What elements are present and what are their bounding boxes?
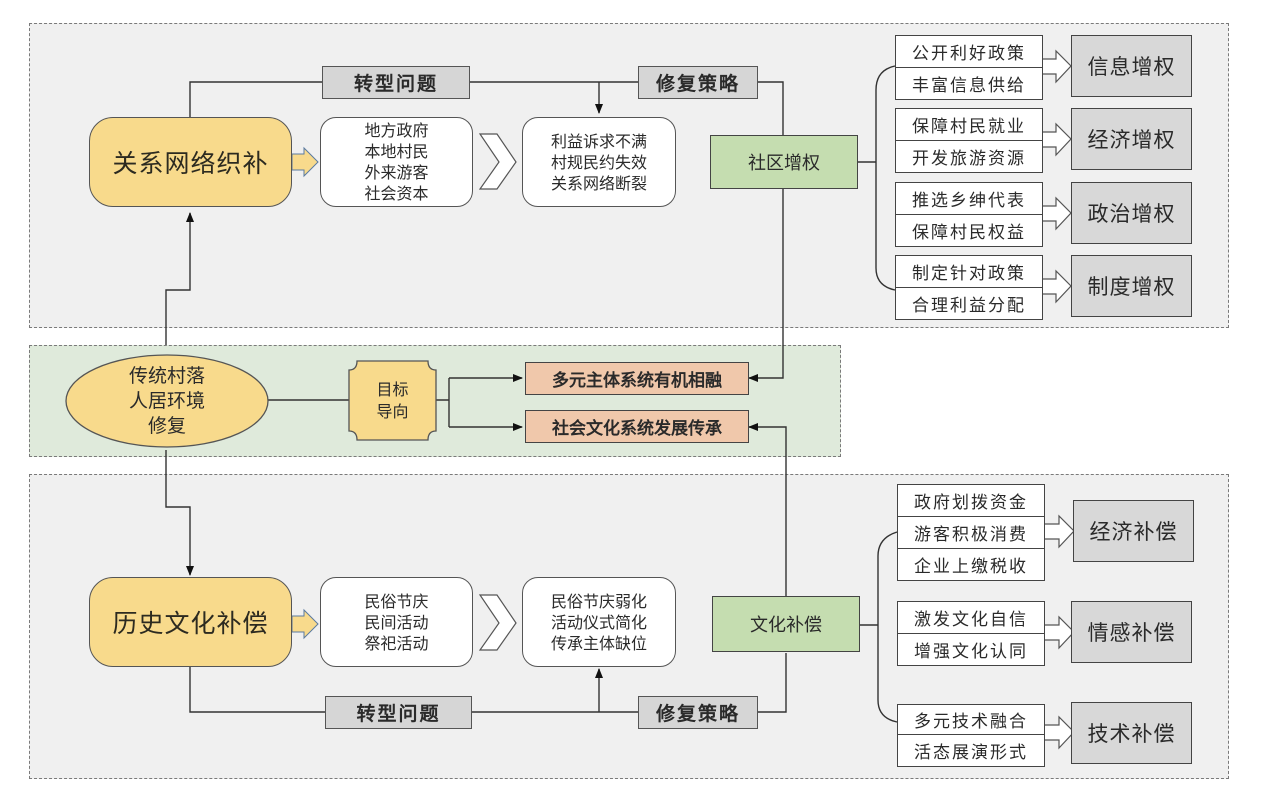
problem-item: 传承主体缺位: [550, 633, 647, 653]
actor-item: 民俗节庆: [364, 591, 429, 611]
connector-ellipse-to-bottom: [165, 450, 194, 576]
actor-item: 本地村民: [364, 142, 429, 161]
bottom-group-tech: 多元技术融合 活态展演形式: [897, 704, 1045, 767]
sub-item: 公开利好政策: [895, 35, 1043, 68]
hollow-arrow-emotion-comp: [1043, 615, 1075, 650]
hollow-arrow-econ: [1040, 122, 1072, 157]
culture-compensation-node: 文化补偿: [712, 596, 860, 652]
sub-item: 合理利益分配: [895, 287, 1043, 320]
community-empowerment-node: 社区增权: [710, 135, 858, 189]
orientation-line: 目标: [376, 379, 409, 399]
connector-culture-to-goal2: [748, 423, 787, 596]
sub-item: 保障村民权益: [895, 214, 1043, 247]
actor-item: 地方政府: [364, 121, 429, 140]
sub-item: 保障村民就业: [895, 108, 1043, 141]
top-group-system: 制定针对政策 合理利益分配: [895, 255, 1043, 320]
connector-bottom-main-to-tags: [189, 667, 325, 713]
sub-item: 制定针对政策: [895, 255, 1043, 288]
orientation-line: 导向: [376, 401, 409, 421]
history-culture-node: 历史文化补偿: [89, 577, 292, 667]
connector-bottom-strategy-to-node: [758, 653, 787, 713]
sub-item: 多元技术融合: [897, 704, 1045, 735]
actor-item: 祭祀活动: [364, 633, 429, 653]
actor-item: 外来游客: [364, 163, 429, 182]
category-system-empowerment: 制度增权: [1071, 255, 1192, 317]
bottom-problem-tag: 转型问题: [325, 696, 472, 729]
connector-top-strategy-to-node: [758, 81, 784, 135]
central-title-line: 修复: [147, 414, 186, 437]
orientation-shape: [348, 360, 437, 441]
category-econ-compensation: 经济补偿: [1073, 500, 1194, 562]
sub-item: 活态展演形式: [897, 734, 1045, 767]
problem-item: 村规民约失效: [550, 152, 647, 172]
goal-multi-subject: 多元主体系统有机相融: [525, 362, 749, 395]
top-group-info: 公开利好政策 丰富信息供给: [895, 35, 1043, 100]
central-ellipse: [65, 354, 269, 448]
sub-item: 开发旅游资源: [895, 140, 1043, 173]
sub-item: 企业上缴税收: [897, 548, 1045, 581]
bottom-group-econ: 政府划拨资金 游客积极消费 企业上缴税收: [897, 484, 1045, 581]
hollow-arrow-info: [1040, 49, 1072, 84]
hollow-arrow-politic: [1040, 196, 1072, 231]
top-actors-box: 地方政府 本地村民 外来游客 社会资本: [320, 117, 473, 207]
hollow-arrow-tech-comp: [1043, 715, 1075, 750]
hollow-arrow-econ-comp: [1043, 514, 1075, 549]
bottom-problems-box: 民俗节庆弱化 活动仪式简化 传承主体缺位: [522, 577, 676, 667]
central-title-line: 传统村落: [128, 364, 205, 387]
chevron-top: [478, 133, 517, 190]
orientation-label: 目标 导向: [349, 361, 436, 440]
block-arrow-bottom: [291, 608, 319, 640]
problem-item: 民俗节庆弱化: [550, 591, 647, 611]
bottom-actors-box: 民俗节庆 民间活动 祭祀活动: [320, 577, 473, 667]
sub-item: 游客积极消费: [897, 516, 1045, 549]
connector-empower-to-goal1: [748, 189, 784, 382]
top-problem-tag: 转型问题: [322, 66, 470, 99]
problem-item: 关系网络断裂: [550, 173, 647, 193]
top-strategy-tag: 修复策略: [638, 66, 758, 99]
sub-item: 激发文化自信: [897, 601, 1045, 634]
problem-item: 利益诉求不满: [550, 131, 647, 151]
relation-network-node: 关系网络织补: [89, 117, 292, 207]
top-problems-box: 利益诉求不满 村规民约失效 关系网络断裂: [522, 117, 676, 207]
problem-item: 活动仪式简化: [550, 612, 647, 632]
category-tech-compensation: 技术补偿: [1071, 702, 1192, 764]
category-info-empowerment: 信息增权: [1071, 35, 1192, 97]
actor-item: 社会资本: [364, 184, 429, 203]
bottom-group-emotion: 激发文化自信 增强文化认同: [897, 601, 1045, 666]
chevron-bottom: [478, 594, 517, 651]
connector-top-main-to-tags: [189, 81, 322, 117]
sub-item: 丰富信息供给: [895, 67, 1043, 100]
connector-ellipse-to-top: [165, 212, 194, 345]
category-emotion-compensation: 情感补偿: [1071, 601, 1192, 663]
actor-item: 民间活动: [364, 612, 429, 632]
top-bracket: [857, 65, 896, 291]
sub-item: 推选乡绅代表: [895, 182, 1043, 215]
top-group-politic: 推选乡绅代表 保障村民权益: [895, 182, 1043, 247]
goal-culture-heritage: 社会文化系统发展传承: [525, 410, 749, 443]
hollow-arrow-system: [1040, 269, 1072, 304]
top-group-econ: 保障村民就业 开发旅游资源: [895, 108, 1043, 173]
central-title-line: 人居环境: [128, 389, 205, 412]
sub-item: 政府划拨资金: [897, 484, 1045, 517]
category-econ-empowerment: 经济增权: [1071, 108, 1192, 170]
central-title: 传统村落 人居环境 修复: [76, 358, 258, 444]
category-politic-empowerment: 政治增权: [1071, 182, 1192, 244]
sub-item: 增强文化认同: [897, 633, 1045, 666]
connector-orientation-split: [435, 378, 450, 427]
block-arrow-top: [291, 146, 319, 178]
bottom-strategy-tag: 修复策略: [638, 696, 758, 729]
bottom-bracket: [859, 531, 898, 723]
